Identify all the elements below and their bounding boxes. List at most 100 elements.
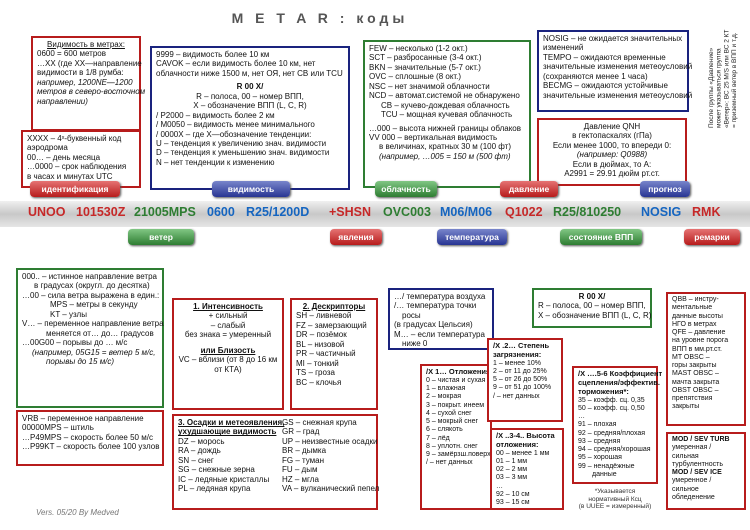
text-line: VA – вулканический пепел: [282, 484, 380, 494]
text-line: FEW – несколько (1-2 окт.): [369, 44, 468, 53]
text-line: MT OBSC –: [672, 353, 710, 361]
text-line: MI – тонкий: [296, 358, 339, 368]
text-line: 8 – уплотн. снег: [426, 442, 478, 450]
text-line: /X ..3-4.. Высота: [496, 431, 555, 440]
metar-band: [0, 201, 750, 227]
tab-wind: ветер: [128, 229, 194, 245]
text-line: NSC – нет значимой облачности: [369, 81, 490, 91]
text-line: U – тенденция к увеличению знач. видимос…: [156, 138, 327, 148]
text-line: MOD / SEV ICE: [672, 469, 722, 476]
text-line: SCT – разбросанные (3-4 окт.): [369, 53, 482, 63]
text-line: препятствия: [672, 395, 713, 402]
text-line: A2991 = 29.91 дюйм рт.ст.: [564, 169, 660, 179]
text-line: QBB – инстру-: [672, 296, 719, 303]
text-line: облачности ниже 1500 м, нет ОЯ, нет СВ и…: [156, 68, 343, 78]
text-line: 9 – от 51 до 100%: [493, 384, 552, 392]
text-line: 50 – коэфф. сц. 0,50: [578, 404, 645, 412]
text-line: X – обозначение ВПП (L, C, R): [193, 101, 307, 111]
text-line: в часах и минутах UTC: [27, 171, 113, 181]
text-line: OVC – сплошные (8 окт.): [369, 72, 462, 82]
text-line: 1 – влажная: [426, 385, 466, 393]
text-line: 99 – ненадёжные: [578, 462, 635, 470]
tab-runway-state: состояние ВПП: [560, 229, 642, 245]
text-line: /X ….5-6 Коэффициент: [578, 369, 663, 378]
text-line: значительные изменения метеоусловий: [543, 90, 693, 100]
text-line: горы закрыты: [672, 362, 717, 369]
code-wind: 21005MPS: [134, 205, 196, 219]
text-line: /… температура точки: [394, 301, 477, 311]
trend-box: NOSIG – не ожидается значительных измене…: [537, 30, 693, 112]
text-line: на уровне порога: [672, 337, 729, 345]
text-line: умеренное /: [672, 477, 712, 485]
text-line: значительные изменения метеоусловий: [543, 62, 693, 72]
text-line: торможения*:: [578, 386, 629, 396]
text-line: 00 – менее 1 мм: [496, 449, 550, 457]
text-line: – слабый: [210, 320, 246, 330]
text-line: R – полоса, 00 – номер ВПП,: [538, 301, 646, 311]
text-line: QFE – давление: [672, 329, 726, 336]
text-line: 92 – средняя/плохая: [578, 429, 646, 437]
precipitation-box: 3. Осадки и метеоявления, ухудшающие вид…: [172, 414, 380, 510]
wind-box: 000.. – истинное направление ветра в гра…: [16, 268, 164, 408]
text-line: данные высоты: [672, 312, 723, 320]
clouds-box: FEW – несколько (1-2 окт.) SCT – разброс…: [363, 40, 531, 188]
text-line: Давление QNH: [583, 122, 641, 131]
text-line: метров в северо-восточном: [37, 87, 146, 97]
text-line: 92 – 10 см: [496, 490, 530, 498]
text-line: например, 1200NE—1200: [37, 77, 133, 87]
text-line: TS – гроза: [296, 368, 335, 378]
text-line: 1 – менее 10%: [493, 359, 541, 367]
text-line: SN – снег: [178, 455, 214, 465]
text-line: CB – кучево-дождевая облачность: [381, 100, 510, 110]
text-line: Видимость в метрах:: [47, 40, 125, 49]
contamination-box: /X .2… Степень загрязнения: 1 – менее 10…: [487, 338, 563, 422]
text-line: …: [496, 482, 503, 490]
text-line: MPS – метры в секунду: [50, 300, 138, 310]
text-line: 01 – 1 мм: [496, 457, 528, 465]
text-line: / P2000 – видимость более 2 км: [156, 110, 275, 120]
text-line: / 0000X – где X—обозначение тенденции:: [156, 129, 312, 139]
text-line: сцепления/эффектив.: [578, 377, 660, 387]
text-line: 1. Интенсивность: [193, 302, 263, 311]
text-line: TEMPO – ожидаются временные: [543, 52, 666, 62]
page-title: M E T A R : коды: [231, 10, 409, 26]
code-trend: NOSIG: [641, 205, 682, 219]
text-line: 35 – коэфф. сц. 0,35: [578, 396, 645, 404]
text-line: BC – клочья: [296, 377, 342, 387]
text-line: обледенение: [672, 493, 715, 501]
text-line: / – нет данных: [493, 392, 540, 400]
remarks-hazard-box: MOD / SEV TURB умеренная / сильная турбу…: [666, 432, 746, 510]
text-line: R – полоса, 00 – номер ВПП,: [196, 91, 304, 101]
text-line: закрыты: [672, 403, 700, 411]
tab-remarks: ремарки: [684, 229, 740, 245]
text-line: X – обозначение ВПП (L, C, R): [538, 310, 652, 320]
text-line: отложения:: [496, 439, 539, 449]
text-line: M… – если температура: [394, 329, 485, 339]
text-line: RA – дождь: [178, 446, 221, 456]
text-line: в гектопаскалях (гПа): [572, 131, 652, 141]
text-line: меняется от… до… градусов: [46, 328, 154, 338]
text-line: TCU – мощная кучевая облачность: [381, 110, 513, 120]
descriptors-box: 2. Дескрипторы SH – ливневой FZ – замерз…: [290, 298, 378, 410]
text-line: N – нет тенденции к изменению: [156, 157, 275, 167]
visibility-codes-box: 9999 – видимость более 10 км CAVOK – есл…: [150, 46, 350, 190]
text-line: R 00 X/: [578, 292, 606, 301]
text-line: аэродрома: [27, 143, 68, 153]
text-line: направлении): [37, 96, 88, 106]
code-temperature: M06/M06: [440, 205, 493, 219]
tab-weather: явления: [330, 229, 382, 245]
text-line: BKN – значительные (5-7 окт.): [369, 62, 481, 72]
text-line: NCD – автомат.системой не обнаружено: [369, 91, 520, 101]
tab-forecast: прогноз: [640, 181, 690, 197]
text-line: /X 1… Отложения :: [426, 367, 495, 376]
text-line: …P49MPS – скорость более 50 м/с: [22, 432, 153, 442]
text-line: SH – ливневой: [296, 311, 352, 321]
text-line: 0600 = 600 метров: [37, 49, 106, 59]
text-line: MAST OBSC –: [672, 370, 719, 378]
code-clouds: OVC003: [383, 205, 431, 219]
text-line: 000.. – истинное направление ветра: [22, 272, 157, 281]
text-line: 94 – средняя/хорошая: [578, 446, 651, 454]
text-line: (сохраняются менее 1 часа): [543, 71, 648, 81]
text-line: …0000 – срок наблюдения: [27, 162, 127, 172]
tab-clouds: облачность: [375, 181, 437, 197]
